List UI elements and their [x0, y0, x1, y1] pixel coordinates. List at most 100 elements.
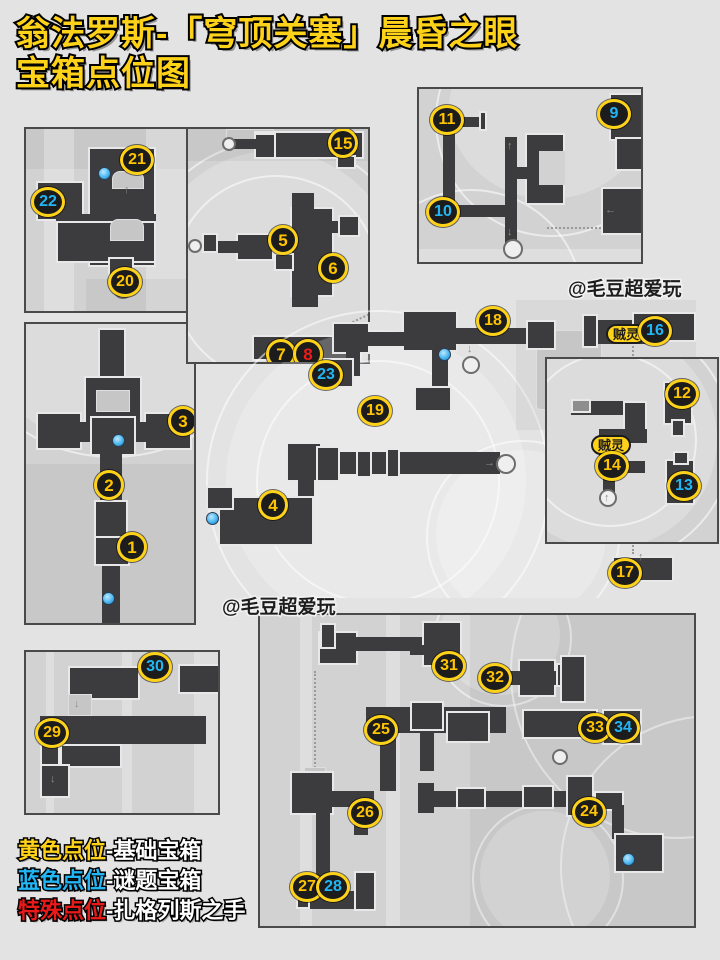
gem-icon — [438, 348, 451, 361]
map-panel-bottom-right[interactable]: ↑ 31 32 33 — [258, 613, 696, 928]
marker-21[interactable]: 21 — [120, 145, 154, 175]
marker-7[interactable]: 7 — [266, 339, 296, 364]
marker-label: 29 — [43, 724, 61, 741]
marker-29[interactable]: 29 — [35, 718, 69, 748]
marker-12[interactable]: 12 — [665, 379, 699, 409]
marker-label: 18 — [484, 312, 502, 329]
marker-label: 13 — [675, 477, 693, 494]
marker-label: 10 — [434, 203, 452, 220]
legend-row-blue: 蓝色点位-谜题宝箱 — [16, 866, 245, 896]
map-panel-mid-left[interactable]: 3 2 1 — [24, 322, 196, 625]
legend-sep: - — [104, 897, 114, 925]
map-panel-top-right[interactable]: ↓ ↑ ← 9 11 10 — [417, 87, 643, 264]
marker-label: 34 — [614, 719, 632, 736]
marker-33[interactable]: 33 — [578, 713, 612, 743]
marker-15[interactable]: 15 — [328, 129, 358, 158]
map-panel-bottom-left[interactable]: ↓ ↓ 30 29 — [24, 650, 220, 815]
marker-1[interactable]: 1 — [117, 532, 147, 562]
marker-label: 27 — [298, 878, 316, 895]
marker-label: 6 — [328, 258, 338, 278]
marker-3[interactable]: 3 — [168, 406, 194, 436]
teleport-node[interactable] — [599, 489, 617, 507]
legend-value-yellow: 基础宝箱 — [112, 837, 203, 865]
marker-9[interactable]: 9 — [597, 99, 631, 129]
marker-label: 14 — [603, 457, 621, 474]
legend-row-yellow: 黄色点位-基础宝箱 — [16, 836, 245, 866]
marker-16[interactable]: 16 — [638, 316, 672, 346]
marker-label: 24 — [580, 803, 598, 820]
marker-5[interactable]: 5 — [268, 225, 298, 255]
map-panel-right-inset[interactable]: ↑ 12 贼灵 14 13 — [545, 357, 719, 544]
gem-icon — [102, 592, 115, 605]
marker-label: 16 — [646, 322, 664, 339]
marker-label: 20 — [116, 273, 134, 290]
marker-label: 21 — [128, 151, 146, 168]
page-title: 翁法罗斯-「穹顶关塞」晨昏之眼 宝箱点位图 — [14, 13, 696, 95]
marker-label: 9 — [609, 105, 619, 122]
teleport-node[interactable] — [222, 137, 236, 151]
watermark-top: @毛豆超爱玩 — [567, 278, 684, 302]
map-panel-center-right-wing[interactable]: ↑ 贼灵 16 17 — [546, 300, 696, 598]
marker-17[interactable]: 17 — [608, 558, 642, 588]
marker-8[interactable]: 8 — [293, 339, 323, 364]
marker-label: 17 — [616, 564, 634, 581]
marker-28[interactable]: 28 — [316, 872, 350, 902]
marker-4[interactable]: 4 — [258, 490, 288, 520]
legend-key-red: 特殊点位 — [16, 897, 107, 925]
marker-26[interactable]: 26 — [348, 798, 382, 828]
teleport-node[interactable] — [188, 239, 202, 253]
marker-32[interactable]: 32 — [478, 663, 512, 693]
teleport-node[interactable] — [496, 454, 516, 474]
marker-label: 28 — [324, 878, 342, 895]
thief-spirit-label: 贼灵 — [598, 437, 625, 453]
marker-label: 1 — [127, 537, 137, 557]
teleport-node[interactable] — [552, 749, 568, 765]
marker-34[interactable]: 34 — [606, 713, 640, 743]
teleport-node[interactable] — [503, 239, 523, 259]
marker-30[interactable]: 30 — [138, 652, 172, 682]
marker-25[interactable]: 25 — [364, 715, 398, 745]
marker-label: 19 — [366, 402, 384, 419]
gem-icon — [622, 853, 635, 866]
gem-icon — [98, 167, 111, 180]
marker-label: 4 — [268, 495, 278, 515]
gem-icon — [206, 512, 219, 525]
title-line-2: 宝箱点位图 — [14, 53, 192, 95]
marker-23[interactable]: 23 — [309, 360, 343, 390]
marker-label: 30 — [146, 658, 164, 675]
marker-19[interactable]: 19 — [358, 396, 392, 426]
marker-6[interactable]: 6 — [318, 253, 348, 283]
legend-value-red: 扎格列斯之手 — [112, 897, 247, 925]
legend: 黄色点位-基础宝箱 蓝色点位-谜题宝箱 特殊点位-扎格列斯之手 — [16, 836, 247, 926]
legend-sep: - — [104, 837, 114, 865]
marker-31[interactable]: 31 — [432, 651, 466, 681]
marker-label: 25 — [372, 721, 390, 738]
marker-label: 15 — [333, 133, 353, 153]
marker-14[interactable]: 14 — [595, 451, 629, 481]
legend-value-blue: 谜题宝箱 — [112, 867, 203, 895]
teleport-node[interactable] — [462, 356, 480, 374]
legend-key-blue: 蓝色点位 — [16, 867, 107, 895]
marker-10[interactable]: 10 — [426, 197, 460, 227]
map-panel-top-left[interactable]: ↑ 21 22 20 — [24, 127, 196, 313]
marker-20[interactable]: 20 — [108, 267, 142, 297]
marker-label: 8 — [303, 344, 313, 364]
marker-24[interactable]: 24 — [572, 797, 606, 827]
marker-label: 7 — [276, 344, 286, 364]
marker-2[interactable]: 2 — [94, 470, 124, 500]
legend-sep: - — [104, 867, 114, 895]
marker-11[interactable]: 11 — [430, 105, 464, 135]
marker-22[interactable]: 22 — [31, 187, 65, 217]
marker-label: 23 — [317, 366, 335, 383]
marker-label: 2 — [104, 475, 114, 495]
marker-label: 5 — [278, 230, 288, 250]
marker-13[interactable]: 13 — [667, 471, 701, 501]
gem-icon — [112, 434, 125, 447]
title-line-1: 翁法罗斯-「穹顶关塞」晨昏之眼 — [14, 13, 519, 55]
legend-row-red: 特殊点位-扎格列斯之手 — [16, 896, 247, 926]
marker-18[interactable]: 18 — [476, 306, 510, 336]
marker-label: 12 — [673, 385, 691, 402]
watermark-bottom: @毛豆超爱玩 — [221, 596, 338, 620]
marker-label: 31 — [440, 657, 458, 674]
